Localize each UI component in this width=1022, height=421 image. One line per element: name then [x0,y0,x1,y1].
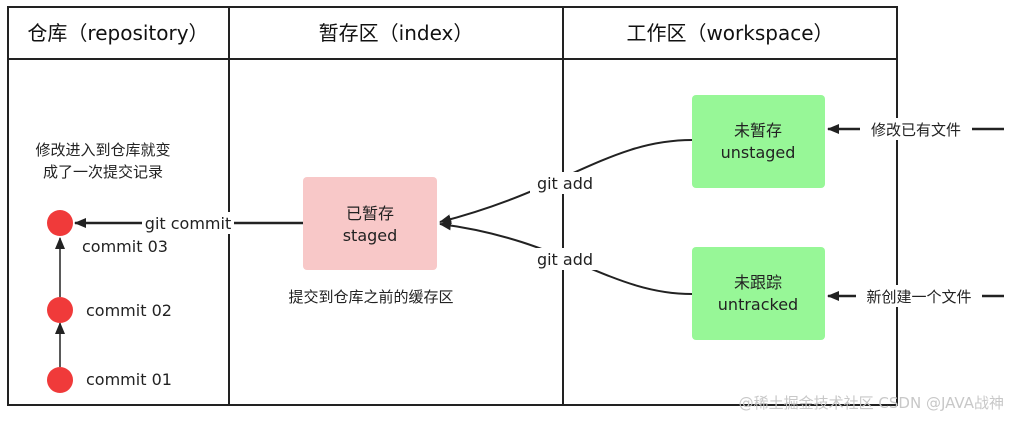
header-repository: 仓库（repository） [27,21,208,45]
watermark: @稀土掘金技术社区 CSDN @JAVA战神 [739,394,1004,412]
untracked-box [692,247,825,340]
repo-note-line-2: 成了一次提交记录 [43,163,163,181]
modify-file-label-bg [860,118,972,140]
staged-box [303,177,437,270]
git-commit-label-bg [142,212,234,234]
modify-file-label: 修改已有文件 [871,121,961,139]
git-add-arrow-unstaged [439,139,693,225]
staged-box-title: 已暂存 [346,204,394,223]
unstaged-box-subtitle: unstaged [721,143,796,162]
git-add-label-1: git add [537,174,593,193]
git-add-label-2-bg [530,248,600,270]
commit-label-02: commit 02 [86,301,172,320]
new-file-label-bg [856,285,982,307]
header-index: 暂存区（index） [319,21,474,45]
git-add-label-1-bg [530,172,600,194]
repo-note-line-1: 修改进入到仓库就变 [35,141,170,159]
table-frame [7,6,898,406]
git-commit-label: git commit [145,214,231,233]
commit-dot-01 [47,367,73,393]
header-workspace: 工作区（workspace） [626,21,833,45]
unstaged-box [692,95,825,188]
commit-dot-02 [47,297,73,323]
unstaged-box-title: 未暂存 [734,121,782,140]
commit-label-03: commit 03 [82,237,168,256]
commit-label-01: commit 01 [86,370,172,389]
index-note: 提交到仓库之前的缓存区 [288,288,453,306]
column-table [7,6,898,406]
untracked-box-subtitle: untracked [718,295,798,314]
untracked-box-title: 未跟踪 [734,273,782,292]
staged-box-subtitle: staged [343,226,398,245]
commit-dot-03 [47,210,73,236]
new-file-label: 新创建一个文件 [866,288,971,306]
git-add-label-2: git add [537,250,593,269]
